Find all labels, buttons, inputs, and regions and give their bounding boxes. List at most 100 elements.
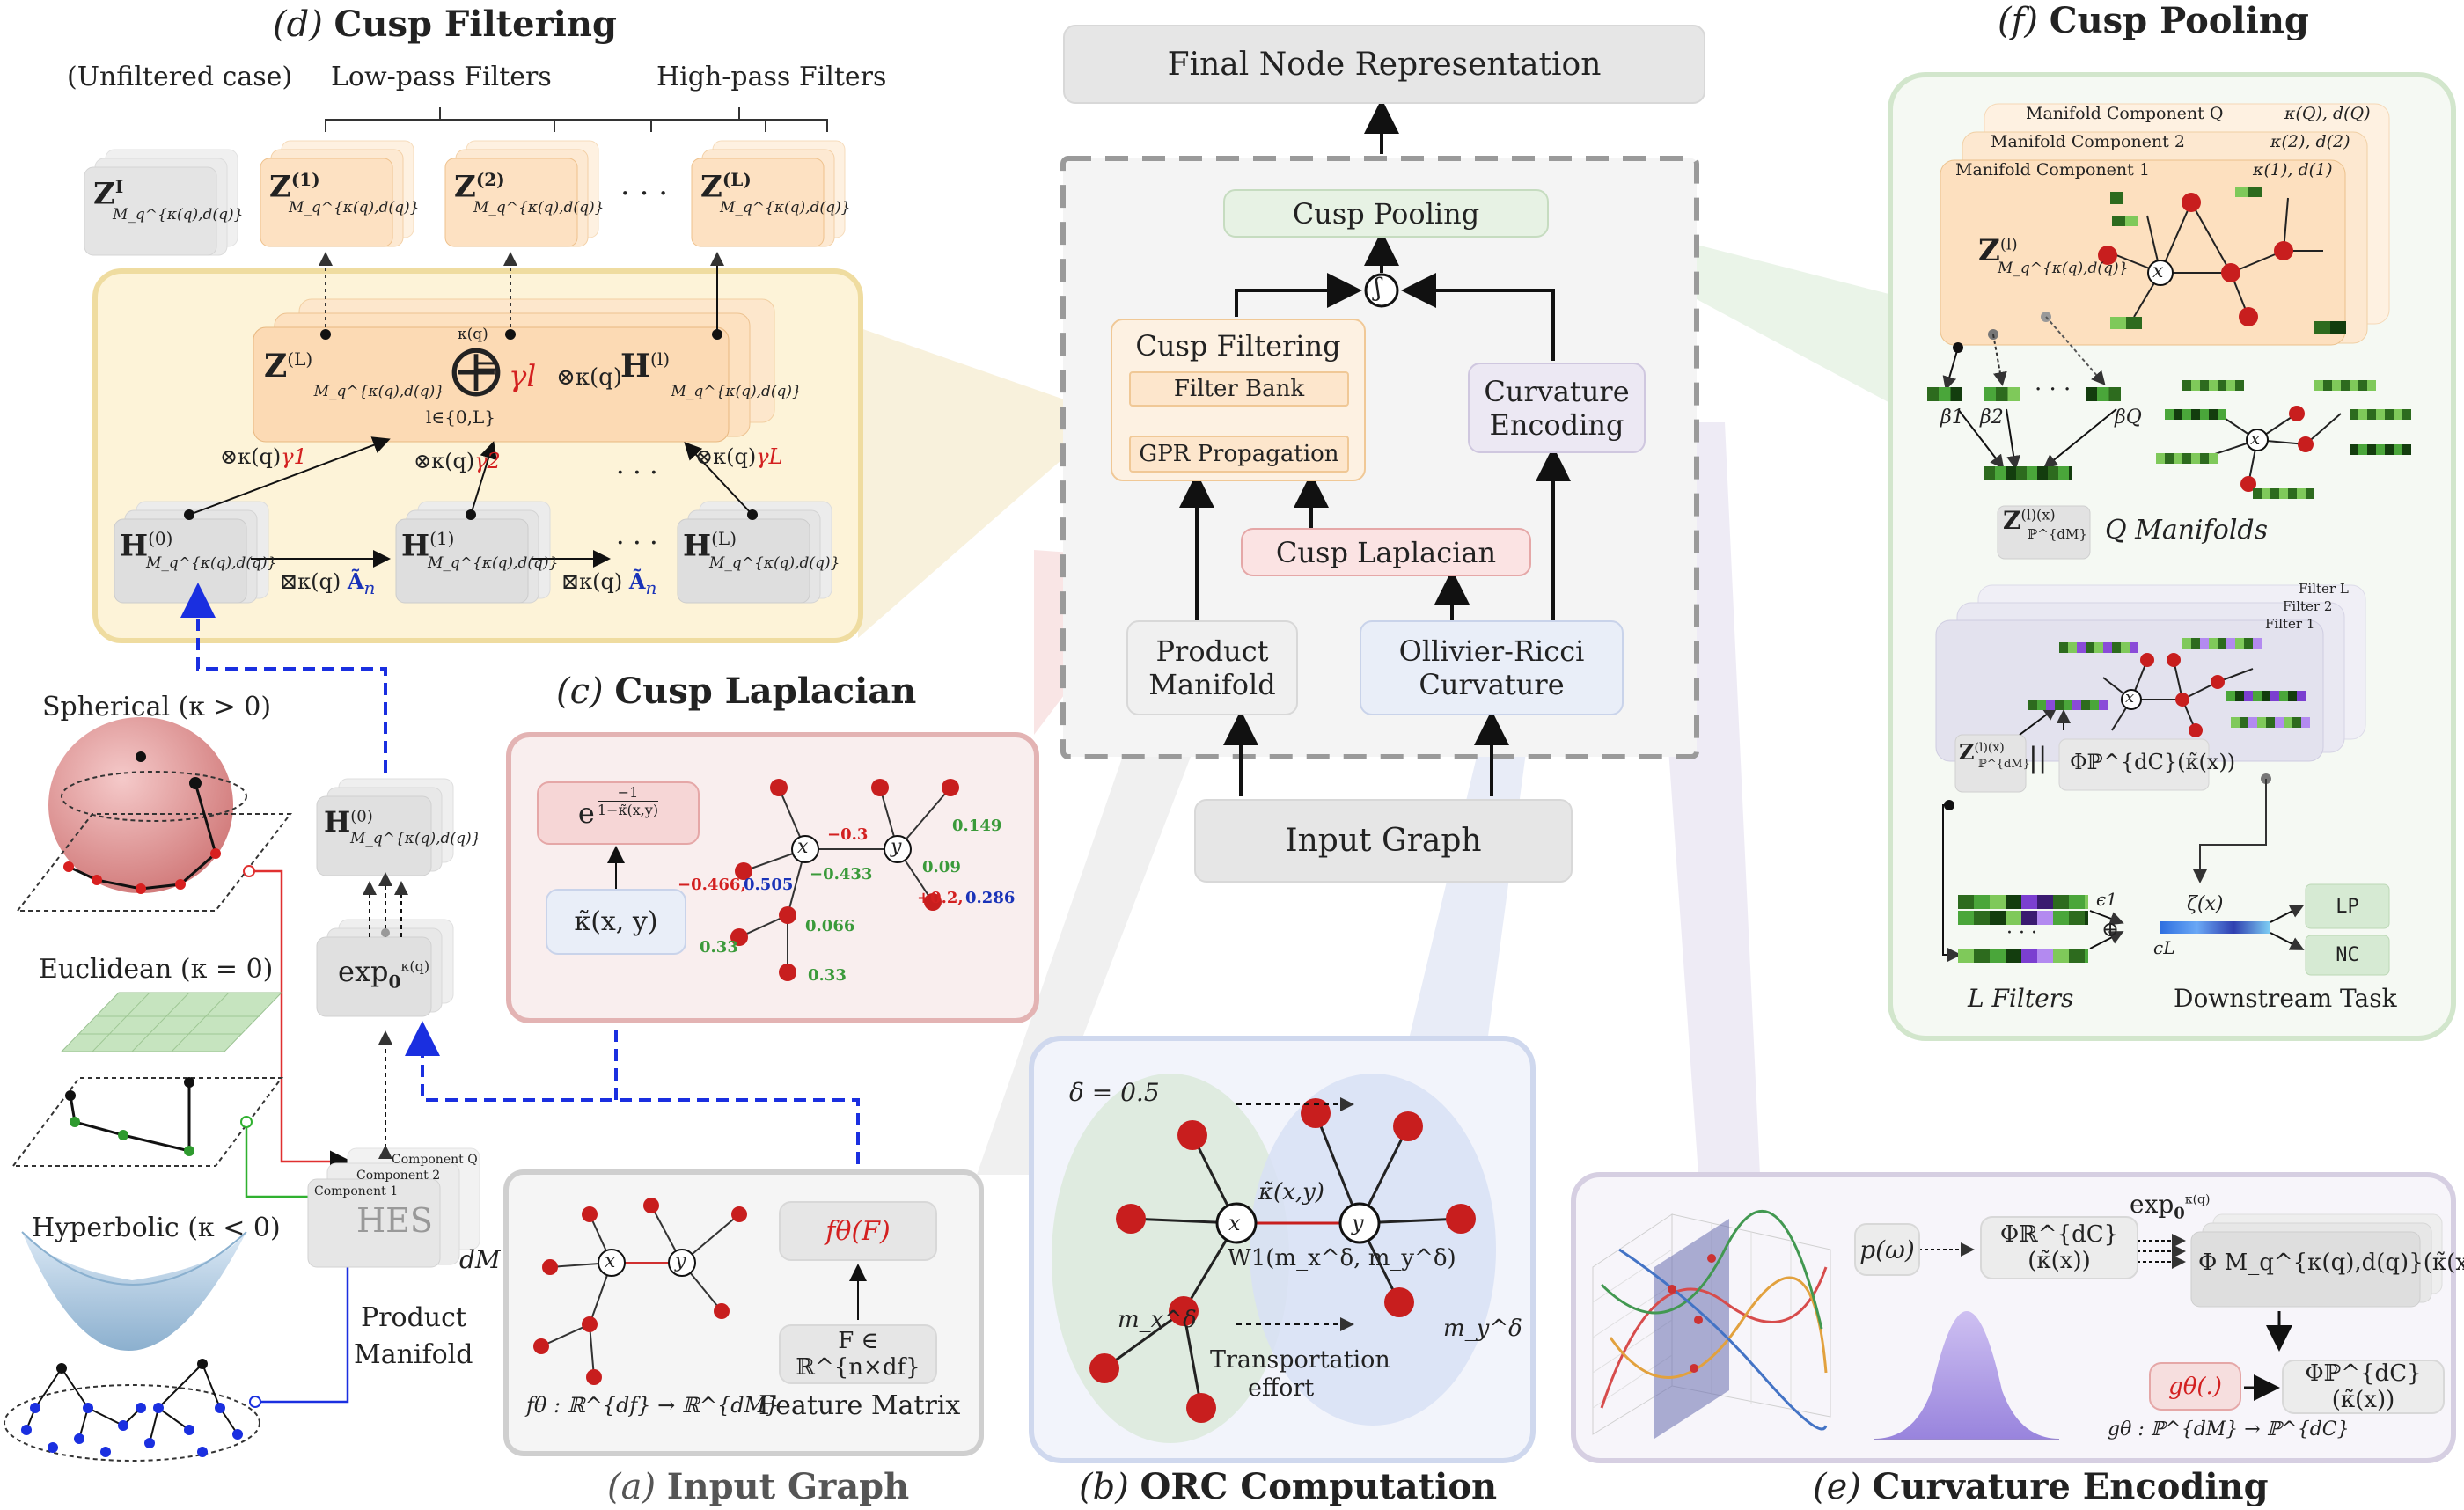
beta2-label: β2 <box>1980 407 2004 429</box>
phi-rdc-box: Φℝ^{dC}(κ̃(x)) <box>1980 1216 2138 1279</box>
oplus-symbol: ⊕ <box>2101 917 2120 942</box>
unfiltered-label: (Unfiltered case) <box>67 62 293 92</box>
lap-val-0066: 0.066 <box>805 917 855 935</box>
pooled-block <box>1984 466 2072 480</box>
highpass-bracket <box>650 119 828 132</box>
lap-val-0505: 0.505 <box>744 876 794 894</box>
orc-my: m_y^δ <box>1443 1316 1522 1342</box>
equation-under: l∈{0,L} <box>426 407 496 428</box>
final-node-representation: Final Node Representation <box>1063 25 1705 104</box>
equation-oplus: ⨁ <box>451 339 502 399</box>
l-filter-row-L <box>1958 949 2088 963</box>
equation-h: H(l) M_q^{κ(q),d(q)} <box>620 348 802 400</box>
center-cusp-laplacian: Cusp Laplacian <box>1241 528 1531 576</box>
title-input: (a) Input Graph <box>607 1466 910 1507</box>
pool-k-q: κ(Q), d(Q) <box>2284 104 2371 123</box>
orc-node-x: x <box>1228 1211 1241 1235</box>
epsilon1-label: ϵ1 <box>2096 889 2117 910</box>
l-filters-label: L Filters <box>1968 984 2074 1013</box>
lap-val-0466: −0.466, <box>678 876 746 894</box>
encoding-exp: exp0κ(q) <box>2130 1190 2211 1223</box>
beta-block-2 <box>1984 387 2020 401</box>
h-dots: · · · <box>616 528 658 559</box>
product-manifold-label-1: Product <box>361 1302 466 1333</box>
embedding-block <box>2314 321 2346 334</box>
pool-z-px: Z(l)(x) ℙ^{dM} <box>2003 506 2087 542</box>
comp-q-label: Component Q <box>392 1153 478 1167</box>
dm-label: dM <box>459 1245 501 1274</box>
otimes-gammaL: ⊗κ(q)γL <box>695 444 783 469</box>
orc-mx: m_x^δ <box>1118 1307 1197 1333</box>
pool-node-x-2: x <box>2250 428 2261 449</box>
encoding-3d-plot <box>1592 1209 1831 1439</box>
filter-equation: Z(L) M_q^{κ(q),d(q)} = <box>264 348 499 400</box>
task-nc: NC <box>2336 944 2359 966</box>
exp-left-label: exp0κ(q) <box>338 955 430 993</box>
pool-node-x-3: x <box>2125 688 2135 707</box>
embedding-block <box>2156 453 2218 464</box>
f-theta-box: fθ(F) <box>779 1201 937 1261</box>
filter-embedding <box>2182 638 2262 649</box>
z-unfiltered-label: ZI M_q^{κ(q),d(q)} <box>93 176 244 224</box>
laplacian-kappa-box: κ̃(x, y) <box>546 889 686 955</box>
zL-stack <box>691 140 846 247</box>
lowpass-bracket <box>325 119 555 132</box>
lap-node-x: x <box>797 836 809 858</box>
beta1-label: β1 <box>1940 407 1964 429</box>
embedding-block <box>2182 380 2244 391</box>
lap-val-009: 0.09 <box>922 858 961 876</box>
product-manifold-label-2: Manifold <box>354 1339 473 1370</box>
equation-stack <box>253 298 775 443</box>
pool-k-1: κ(1), d(1) <box>2253 160 2333 180</box>
orc-transport-2: effort <box>1248 1374 1315 1402</box>
blue-dash-h0 <box>180 583 387 792</box>
lap-val-02: +0.2, <box>917 889 964 907</box>
pool-phi-pdc: Φℙ^{dC}(κ̃(x)) <box>2070 750 2236 774</box>
beta-block-1 <box>1927 387 1962 401</box>
lap-node-y: y <box>891 836 902 858</box>
hL-label: H(L) M_q^{κ(q),d(q)} <box>683 528 840 573</box>
h1-label: H(1) M_q^{κ(q),d(q)} <box>401 528 559 573</box>
feature-matrix-label: Feature Matrix <box>759 1390 961 1421</box>
embedding-block <box>2314 380 2376 391</box>
embedding-block <box>2110 192 2123 204</box>
center-cusp-pooling: Cusp Pooling <box>1223 189 1549 238</box>
spherical-label: Spherical (κ > 0) <box>42 692 272 722</box>
title-laplacian: (c) Cusp Laplacian <box>556 671 917 712</box>
phi-m-stack <box>2190 1213 2443 1308</box>
z-unfiltered-stack <box>84 149 238 256</box>
orc-delta: δ = 0.5 <box>1069 1078 1160 1107</box>
phi-pdc-box: Φℙ^{dC}(κ̃(x)) <box>2282 1360 2445 1414</box>
l-filter-row-2 <box>1958 911 2088 925</box>
pool-comp-1: Manifold Component 1 <box>1955 160 2150 180</box>
gamma-dots: · · · <box>616 458 658 488</box>
aggregate-symbol: ʃ <box>1375 273 1382 302</box>
center-input-graph: Input Graph <box>1194 799 1573 883</box>
title-pooling: (f) Cusp Pooling <box>1998 0 2309 41</box>
embedding-block <box>2253 488 2314 499</box>
laplacian-exp-box: e −1 1−κ̃(x,y) <box>537 781 700 845</box>
zL-label: Z(L) M_q^{κ(q),d(q)} <box>700 169 851 217</box>
equation-over: κ(q) <box>458 326 488 343</box>
hL-stack <box>677 501 832 604</box>
filter-embedding <box>2028 700 2108 710</box>
pool-k-2: κ(2), d(2) <box>2270 132 2350 151</box>
beta-dots: · · · <box>2035 377 2072 403</box>
boxtimes-1: ⊠κ(q) Ãn <box>280 568 376 598</box>
embedding-block <box>2165 409 2226 420</box>
h0-stack <box>114 501 269 604</box>
filter-embedding <box>2231 717 2310 728</box>
q-manifolds-label: Q Manifolds <box>2105 515 2269 546</box>
zeta-label: ζ(x) <box>2187 893 2224 915</box>
phi-m-label: Φ M_q^{κ(q),d(q)}(κ̃(x)) <box>2198 1250 2464 1276</box>
exp-left-stack <box>316 919 454 1017</box>
h0-left-label: H(0) M_q^{κ(q),d(q)} <box>324 805 481 847</box>
wedge-filtering <box>858 327 1104 638</box>
zeta-vector <box>2160 921 2270 934</box>
comp-1-label: Component 1 <box>314 1184 399 1198</box>
lap-val-033b: 0.33 <box>808 966 847 985</box>
embedding-block <box>2350 409 2411 420</box>
sphere-shape <box>48 717 233 893</box>
